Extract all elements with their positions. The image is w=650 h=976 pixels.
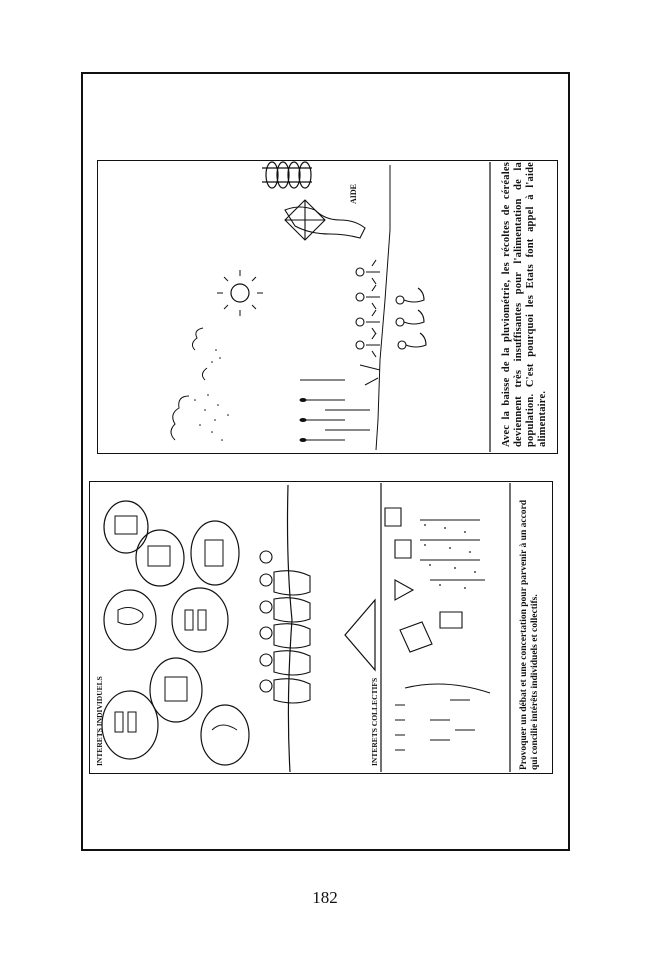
illustration-food-aid-panel [97, 160, 558, 454]
field-dots [424, 524, 476, 589]
individual-interests-label: INTERETS INDIVIDUELS [95, 676, 104, 766]
grain-sacks-icon [262, 162, 312, 188]
aid-carrier-figure [285, 200, 365, 240]
dry-crops [300, 365, 380, 442]
illustration-interests-panel [89, 481, 553, 774]
clouds-icon [171, 328, 207, 440]
crowd-figures [260, 551, 310, 703]
sun-icon [217, 270, 263, 316]
villagers-group [356, 260, 426, 357]
thought-bubbles [102, 501, 249, 765]
collective-interests-label: INTERETS COLLECTIFS [370, 677, 379, 766]
rain-dots [194, 349, 229, 441]
village-scene [385, 508, 490, 750]
interests-caption: Provoquer un débat et une concertation p… [519, 499, 540, 770]
arrow-triangle [345, 600, 375, 670]
page-frame [81, 72, 570, 851]
bubble-contents [115, 516, 237, 732]
page-number: 182 [312, 888, 338, 907]
aide-label: AIDE [349, 183, 358, 204]
food-aid-caption: Avec la baisse de la pluviométrie, les r… [501, 162, 549, 447]
